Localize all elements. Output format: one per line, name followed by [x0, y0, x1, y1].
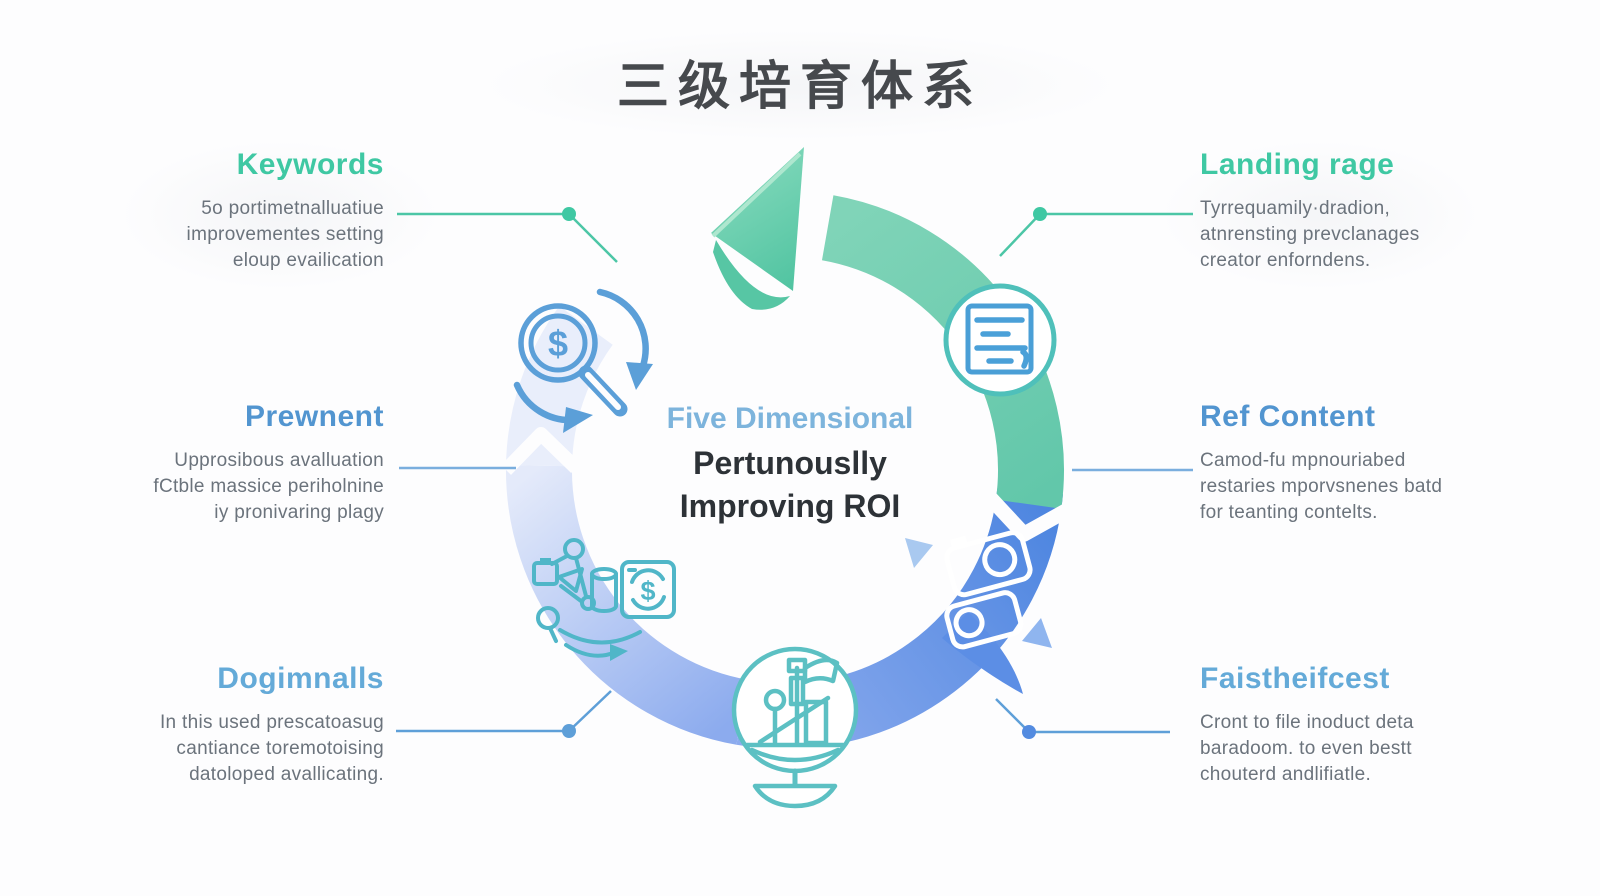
callout-faistheifcest: Faistheifcest Cront to file inoduct deta… [1200, 662, 1560, 788]
background-blob [480, 30, 1120, 140]
callout-line: baradoom. to even bestt [1200, 738, 1412, 759]
cycle-arrowhead [711, 147, 804, 310]
callout-line: Upprosibous avalluation [174, 450, 384, 471]
background-blob [120, 140, 440, 290]
data-network-icon: $ [532, 538, 676, 661]
callout-line: eloup evailication [232, 250, 384, 271]
callout-landing-page: Landing rage Tyrrequamily·dradion, atnre… [1200, 148, 1560, 274]
chevron-notch-left [500, 427, 581, 475]
callout-line: improvementes setting [186, 224, 384, 245]
callout-line: Tyrrequamily·dradion, [1200, 198, 1391, 219]
callout-line: creator enforndens. [1200, 250, 1371, 271]
callout-line: cantiance toremotoising [176, 738, 384, 759]
center-line-3: Improving ROI [679, 488, 901, 524]
callout-line: Cront to file inoduct deta [1200, 712, 1414, 733]
svg-text:$: $ [640, 576, 655, 606]
center-line-2: Pertunouslly [693, 445, 887, 481]
chevron-notch-right [978, 486, 1079, 542]
leader-keywords [397, 207, 618, 263]
callout-line: Camod-fu mpnouriabed [1200, 450, 1406, 471]
page-title: 三级培育体系 [616, 58, 983, 116]
callout-dogimnalls-heading: Dogimnalls [217, 662, 384, 695]
callout-prewnent: Prewnent Upprosibous avalluation fCtble … [44, 400, 384, 526]
callout-line: datoloped avallicating. [189, 764, 384, 785]
callout-prewnent-heading: Prewnent [244, 400, 384, 433]
callout-keywords-heading: Keywords [236, 148, 384, 181]
background-blob [1160, 140, 1480, 290]
leader-faistheifcest [995, 698, 1170, 739]
money-search-icon: $ [513, 288, 653, 433]
callout-line: 5o portimetnalluatiue [201, 198, 384, 219]
callout-dogimnalls: Dogimnalls In this used prescatoasug can… [44, 662, 384, 788]
callout-ref-content: Ref Content Camod-fu mpnouriabed restari… [1200, 400, 1560, 526]
svg-text:$: $ [548, 323, 568, 364]
callout-line: for teanting contelts. [1200, 502, 1378, 523]
center-line-1: Five Dimensional [666, 402, 914, 435]
center-statement: Five Dimensional Pertunouslly Improving … [590, 402, 990, 531]
callout-line: restaries mporvsnenes batd [1200, 476, 1443, 497]
callout-line: atnrensting prevclanages [1200, 224, 1420, 245]
leader-dogimnalls [396, 690, 612, 738]
callout-faistheifcest-heading: Faistheifcest [1200, 662, 1390, 695]
callout-keywords: Keywords 5o portimetnalluatiue improveme… [44, 148, 384, 274]
callout-line: chouterd andlifiatle. [1200, 764, 1372, 785]
callout-line: fCtble massice periholnine [153, 476, 384, 497]
callout-landing-page-heading: Landing rage [1200, 148, 1395, 181]
callout-line: iy pronivaring plagy [214, 502, 384, 523]
sailing-chart-icon [731, 646, 859, 809]
sync-cameras-icon [905, 530, 1052, 650]
callout-line: In this used prescatoasug [159, 712, 384, 733]
document-icon [943, 283, 1057, 397]
leader-landing-page [999, 207, 1193, 257]
callout-ref-content-heading: Ref Content [1200, 400, 1376, 433]
